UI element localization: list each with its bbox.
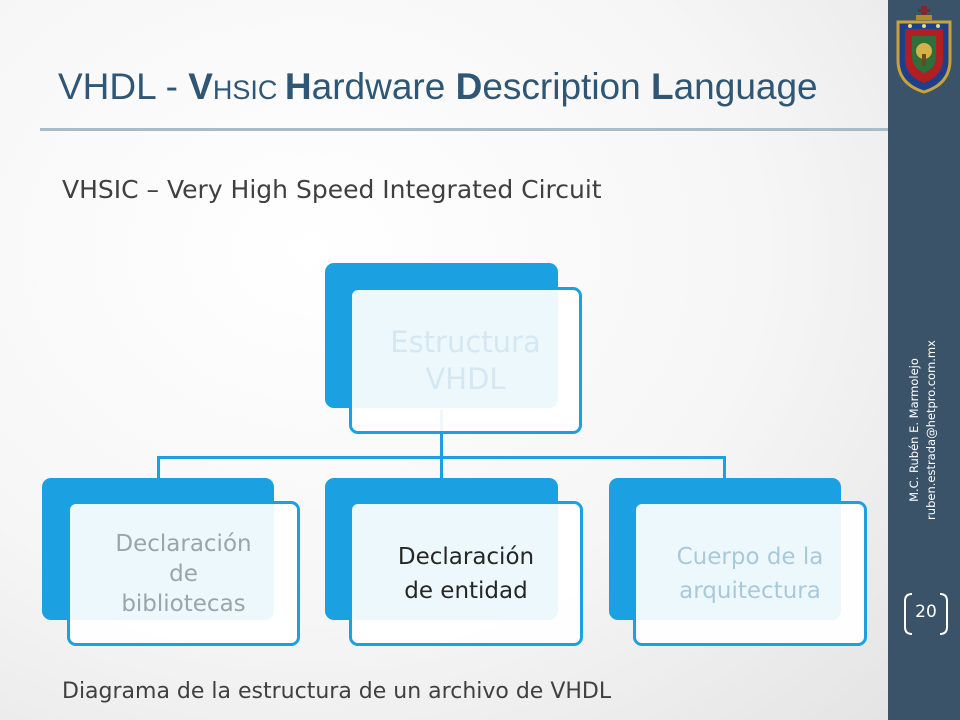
diagram-caption: Diagrama de la estructura de un archivo … [62,679,612,704]
author-email: ruben.estrada@hetpro.com.mx [924,340,938,520]
child-node-line1: Declaración [397,543,535,570]
connector-child-3 [723,456,726,478]
title-letter-l: L [650,66,674,107]
root-node-line2: VHDL [425,361,506,396]
title-part: HSIC [212,75,285,105]
child-node-entidad: Declaración de entidad [349,501,583,646]
title-part: escription [482,66,651,107]
connector-child-1 [157,456,160,478]
sidebar [888,0,960,720]
child-node-line1: Cuerpo de la [676,543,824,570]
title-part: ardware [311,66,456,107]
university-shield-icon [896,6,952,94]
title-letter-h: H [284,66,312,107]
slide-title: VHDL - VHSIC Hardware Description Langua… [58,66,818,108]
connector-root-stem [440,410,443,458]
title-part: anguage [673,66,818,107]
child-node-line2: de entidad [404,577,528,604]
root-node: Estructura VHDL [349,287,582,434]
child-node-line3: bibliotecas [121,590,246,617]
title-letter-d: D [455,66,483,107]
page-number: 20 [915,602,937,622]
title-letter-v: V [188,66,213,107]
child-node-arquitectura: Cuerpo de la arquitectura [633,501,867,646]
child-node-bibliotecas: Declaración de bibliotecas [67,501,300,646]
child-node-line2: de [169,560,198,587]
author-credit: M.C. Rubén E. Marmolejo ruben.estrada@he… [906,325,940,535]
author-name: M.C. Rubén E. Marmolejo [907,358,921,502]
page-number-bracket [904,593,948,635]
title-divider [40,128,888,131]
slide-subtitle: VHSIC – Very High Speed Integrated Circu… [62,175,602,204]
child-node-line2: arquitectura [679,577,821,604]
title-part: VHDL - [58,66,189,107]
connector-child-2 [440,456,443,478]
child-node-line1: Declaración [115,530,252,557]
root-node-line1: Estructura [390,324,541,359]
